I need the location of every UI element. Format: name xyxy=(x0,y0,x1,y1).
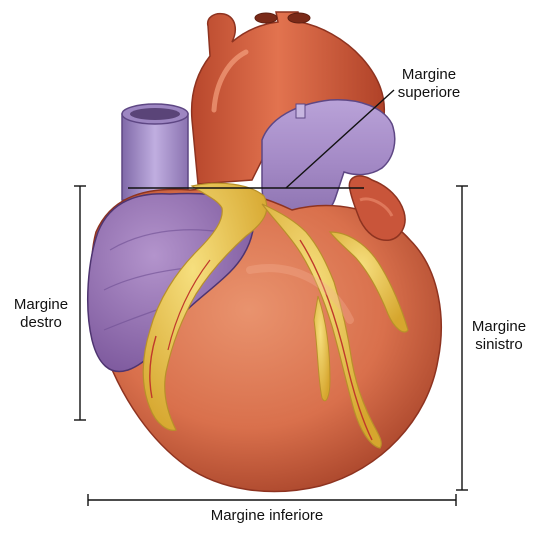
label-left-line1: Margine xyxy=(464,318,534,336)
label-left-line2: sinistro xyxy=(464,336,534,354)
superior-vena-cava xyxy=(122,104,188,200)
label-left-margin: Margine sinistro xyxy=(464,318,534,354)
label-right-margin: Margine destro xyxy=(2,296,80,332)
label-superior-line1: Margine xyxy=(386,66,472,84)
label-right-line2: destro xyxy=(2,314,80,332)
label-right-line1: Margine xyxy=(2,296,80,314)
label-inferior-margin: Margine inferiore xyxy=(190,507,344,525)
label-superior-margin: Margine superiore xyxy=(386,66,472,102)
label-superior-line2: superiore xyxy=(386,84,472,102)
